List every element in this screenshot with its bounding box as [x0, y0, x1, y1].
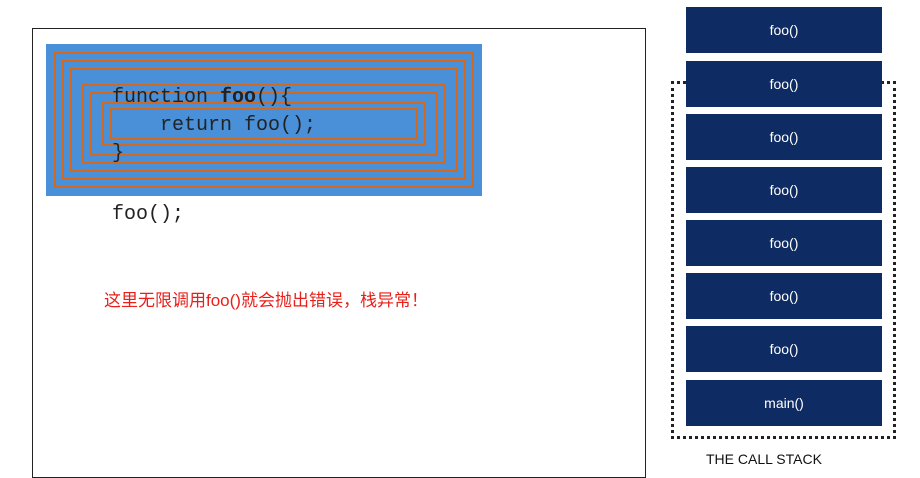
stack-frame-7: foo()	[686, 326, 882, 372]
recursion-highlight-box	[46, 44, 482, 196]
recursion-frame-5	[90, 92, 438, 156]
stack-frame-1: foo()	[686, 7, 882, 53]
recursion-frame-6	[102, 102, 426, 146]
code-line-close-brace: }	[112, 142, 125, 165]
warning-message: 这里无限调用foo()就会抛出错误，栈异常！	[104, 291, 428, 310]
function-paren: (){	[256, 86, 293, 109]
code-line-function-declaration: function foo(){	[112, 86, 292, 110]
recursion-frame-2	[62, 60, 466, 180]
stack-frame-5: foo()	[686, 220, 882, 266]
stack-frame-3: foo()	[686, 114, 882, 160]
code-line-return: return foo();	[112, 114, 317, 137]
stack-frame-main: main()	[686, 380, 882, 426]
stack-frame-2: foo()	[686, 61, 882, 107]
call-stack-caption: THE CALL STACK	[706, 451, 822, 467]
stack-frame-4: foo()	[686, 167, 882, 213]
stack-frame-6: foo()	[686, 273, 882, 319]
recursion-frame-3	[70, 68, 458, 172]
code-line-call: foo();	[112, 203, 185, 226]
recursion-frame-7	[110, 108, 418, 140]
function-name: foo	[220, 86, 257, 109]
function-keyword: function	[112, 86, 221, 109]
recursion-frame-1	[54, 52, 474, 188]
recursion-frame-4	[82, 84, 446, 164]
